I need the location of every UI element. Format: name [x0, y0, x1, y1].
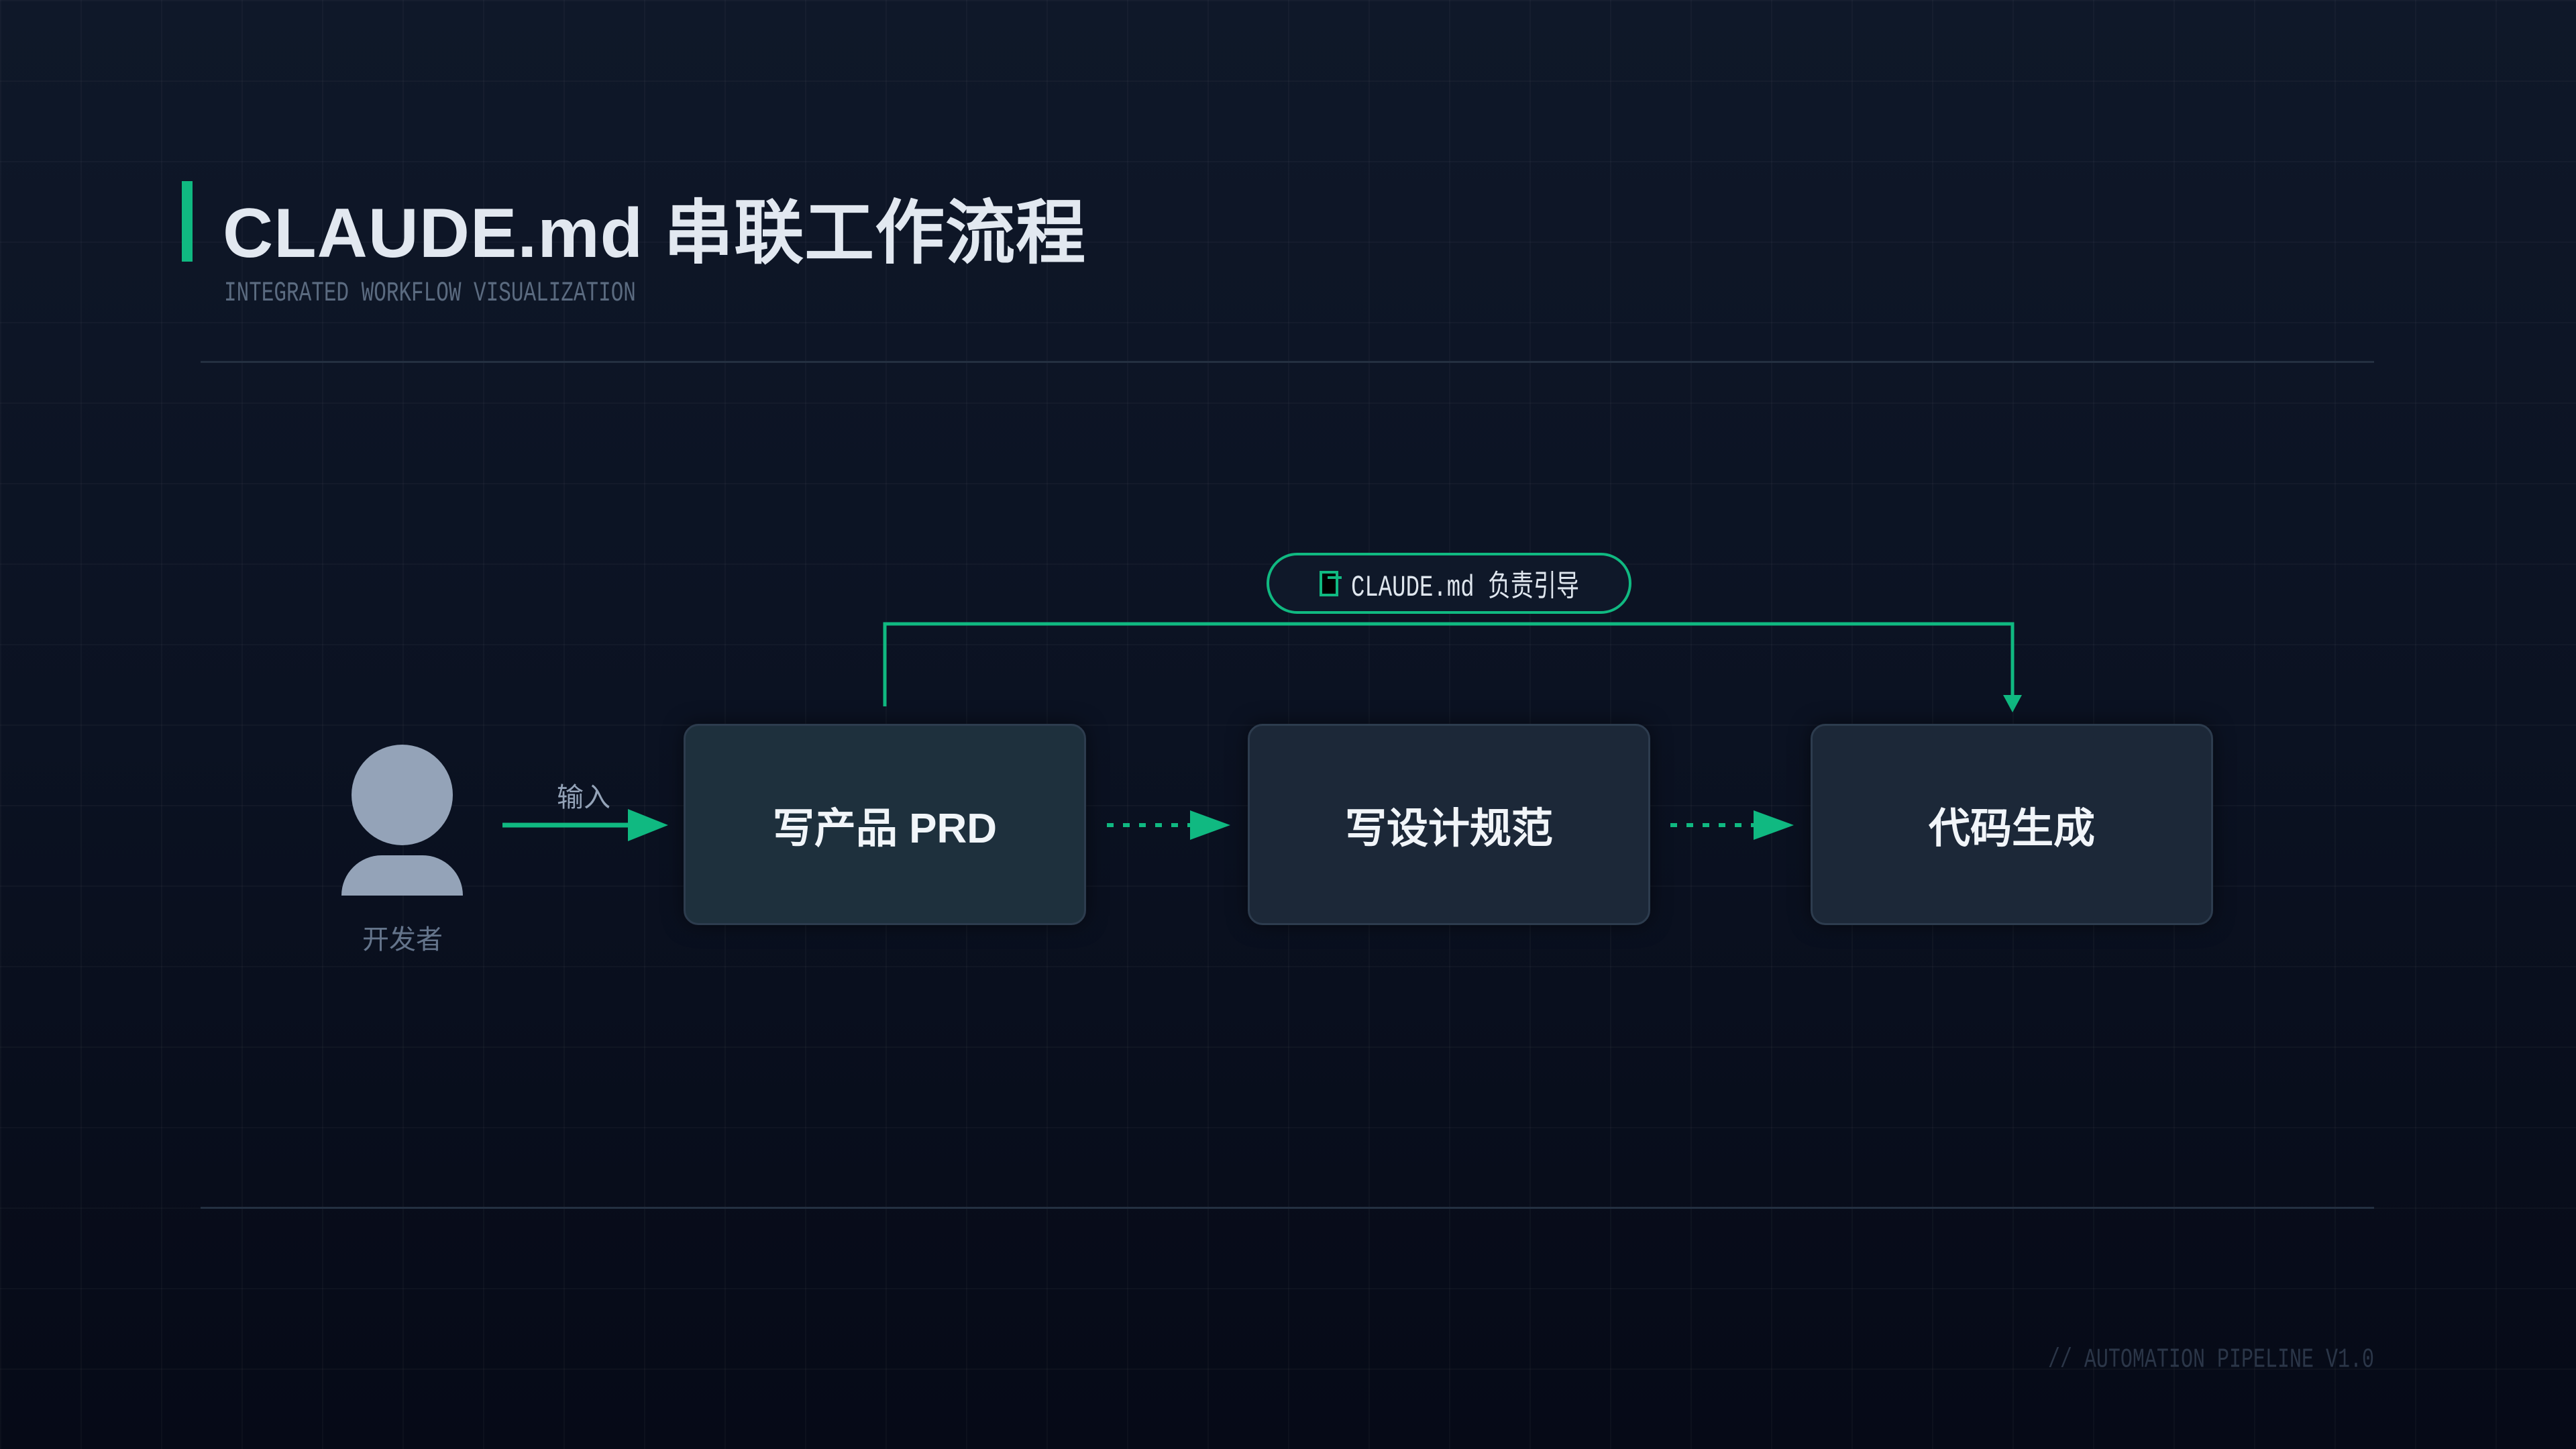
guide-badge-label: CLAUDE.md 负责引导	[1350, 572, 1580, 605]
footer-version: // AUTOMATION PIPELINE V1.0	[2047, 1345, 2374, 1376]
top-divider	[201, 361, 2374, 363]
node-label: 写产品 PRD	[772, 806, 998, 852]
user-icon-body	[341, 855, 463, 896]
node-label: 写设计规范	[1344, 806, 1553, 852]
input-arrow-head	[628, 809, 668, 841]
input-label: 输入	[557, 783, 610, 812]
node-design-spec[interactable]: 写设计规范	[1248, 724, 1650, 925]
guide-connector	[883, 622, 2015, 706]
guide-arrow-head	[2003, 695, 2022, 712]
claude-md-guide-badge: CLAUDE.md 负责引导	[1267, 553, 1631, 614]
node-code-gen[interactable]: 代码生成	[1811, 724, 2213, 925]
flow-arrow-2-head	[1754, 810, 1794, 840]
bottom-divider	[201, 1207, 2374, 1209]
user-icon-head	[352, 745, 453, 845]
file-icon	[1319, 570, 1342, 596]
node-write-prd[interactable]: 写产品 PRD	[684, 724, 1086, 925]
flow-arrow-1-head	[1190, 810, 1230, 840]
actor-label: 开发者	[362, 925, 443, 955]
title-accent-bar	[182, 181, 193, 262]
page-title: CLAUDE.md 串联工作流程	[223, 195, 1087, 272]
page-subtitle: INTEGRATED WORKFLOW VISUALIZATION	[224, 278, 636, 310]
node-label: 代码生成	[1928, 806, 2095, 852]
